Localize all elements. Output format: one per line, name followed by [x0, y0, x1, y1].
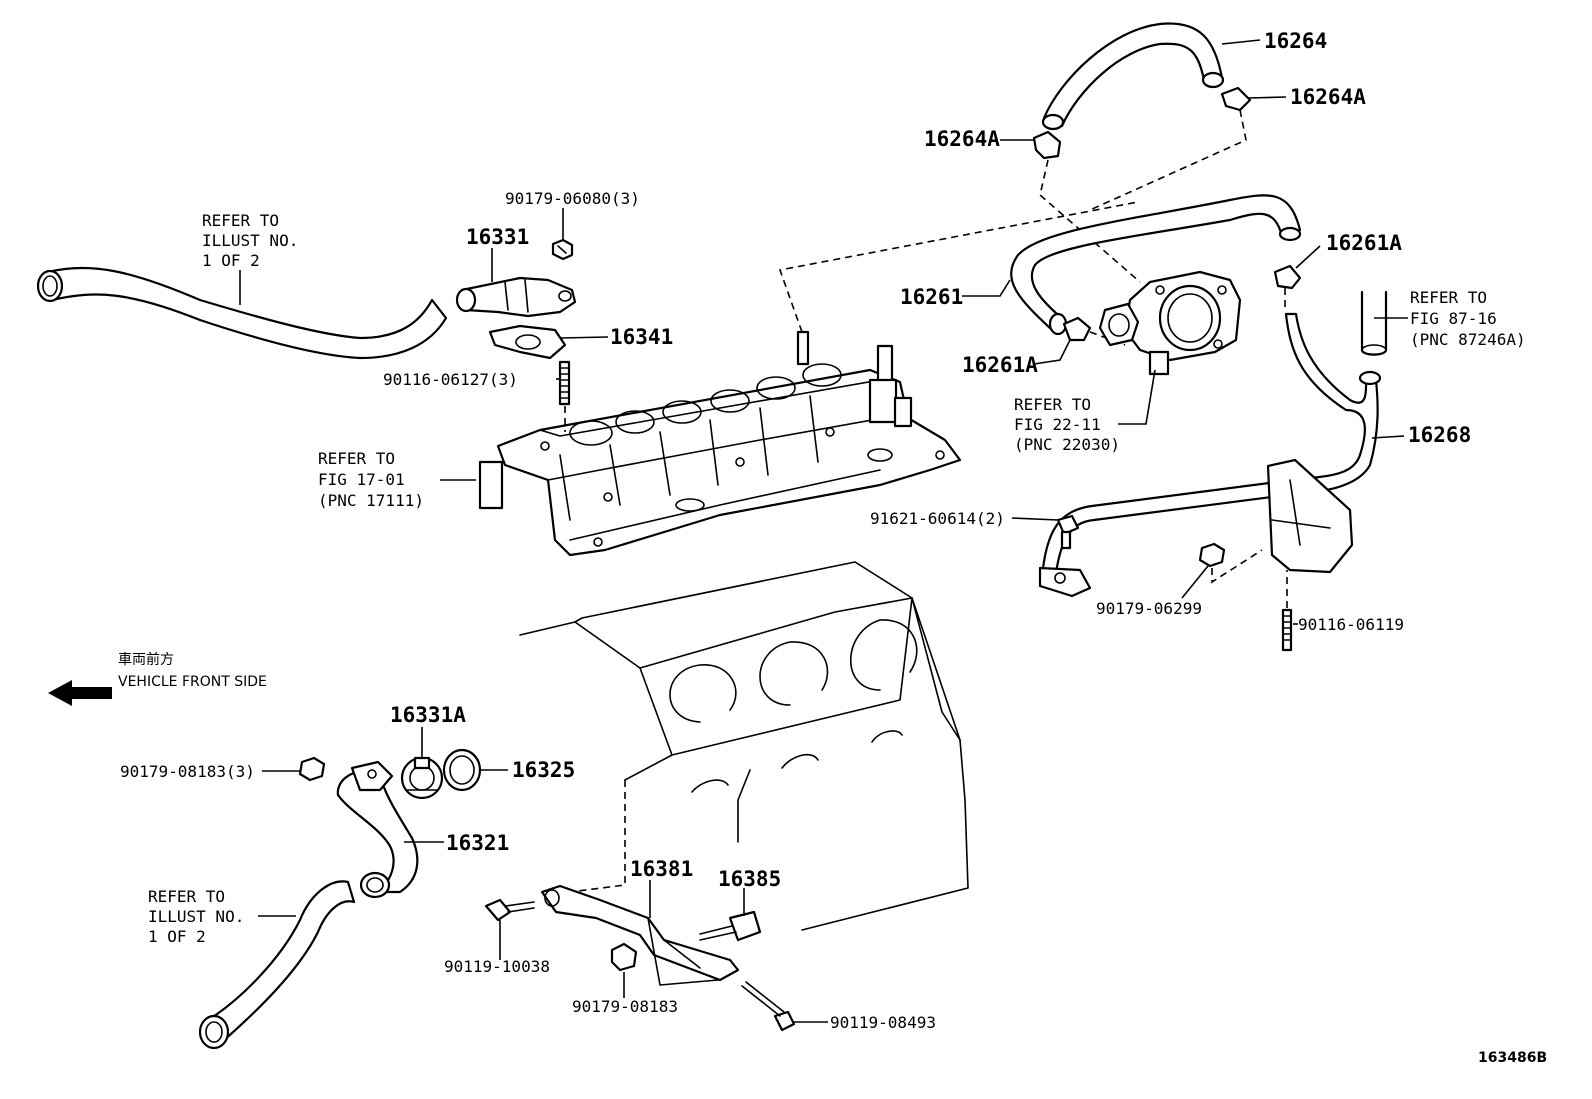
- label-90179-06299: 90179-06299: [1096, 599, 1202, 618]
- label-16264: 16264: [1264, 29, 1327, 53]
- bracket-left: [1038, 566, 1092, 598]
- svg-text:(PNC 22030): (PNC 22030): [1014, 435, 1120, 454]
- note-fig-22-11: REFER TO FIG 22-11 (PNC 22030): [1014, 395, 1120, 454]
- dash-16264A-left: [1039, 159, 1141, 283]
- water-outlet: [455, 276, 577, 318]
- svg-text:FIG 17-01: FIG 17-01: [318, 470, 405, 489]
- svg-text:ILLUST NO.: ILLUST NO.: [148, 907, 244, 926]
- label-91621-60614: 91621-60614(2): [870, 509, 1005, 528]
- nut-90179-06299: [1198, 542, 1226, 568]
- note-fig-17-01: REFER TO FIG 17-01 (PNC 17111): [318, 449, 424, 510]
- svg-text:(PNC 17111): (PNC 17111): [318, 491, 424, 510]
- label-90119-10038: 90119-10038: [444, 957, 550, 976]
- nut-90179-06080: [551, 238, 574, 261]
- thermostat-16331A: [400, 756, 444, 800]
- gasket: [488, 324, 567, 360]
- label-16381: 16381: [630, 857, 693, 881]
- dash-nut-06299: [1211, 549, 1263, 584]
- label-16261: 16261: [900, 285, 963, 309]
- label-16385: 16385: [718, 867, 781, 891]
- dash-manifold-to-throttle: [778, 201, 1139, 333]
- diagram-code: 163486B: [1478, 1050, 1547, 1066]
- intake-manifold: [478, 330, 962, 557]
- clamp-16261A-left: [1062, 316, 1092, 342]
- direction-japanese: 車両前方: [118, 651, 174, 668]
- label-90119-08493: 90119-08493: [830, 1013, 936, 1032]
- gasket-16325: [442, 748, 482, 792]
- label-16321: 16321: [446, 831, 509, 855]
- svg-text:REFER TO: REFER TO: [202, 211, 279, 230]
- svg-text:REFER TO: REFER TO: [1014, 395, 1091, 414]
- label-16268: 16268: [1408, 423, 1471, 447]
- water-inlet-16321: [336, 760, 419, 899]
- label-16325: 16325: [512, 758, 575, 782]
- dash-16264A-right: [1089, 109, 1247, 211]
- svg-text:REFER TO: REFER TO: [1410, 288, 1487, 307]
- svg-text:ILLUST NO.: ILLUST NO.: [202, 231, 298, 250]
- bolt-90119-08493: [741, 981, 796, 1032]
- hose-bottom-left: [198, 880, 356, 1050]
- bolt-91621-60614: [1056, 514, 1080, 550]
- stud-90116-06127: [558, 360, 571, 432]
- label-90179-08183: 90179-08183: [572, 997, 678, 1016]
- label-90179-08183-3: 90179-08183(3): [120, 762, 255, 781]
- note-illust-top: REFER TO ILLUST NO. 1 OF 2: [202, 211, 298, 270]
- clamp-16261A-right: [1273, 264, 1302, 290]
- bracket-16381: [540, 884, 740, 986]
- label-16341: 16341: [610, 325, 673, 349]
- label-16261A-right: 16261A: [1326, 231, 1402, 255]
- arrow-left-icon: [48, 680, 112, 706]
- svg-text:1 OF 2: 1 OF 2: [202, 251, 260, 270]
- engine-block: [519, 561, 969, 931]
- label-16264A-right: 16264A: [1290, 85, 1366, 109]
- direction-english: VEHICLE FRONT SIDE: [118, 674, 267, 690]
- label-16264A-left: 16264A: [924, 127, 1000, 151]
- label-16261A-left: 16261A: [962, 353, 1038, 377]
- note-fig-87-16: REFER TO FIG 87-16 (PNC 87246A): [1410, 288, 1526, 349]
- throttle-body: [1098, 270, 1242, 376]
- label-90116-06119: 90116-06119: [1298, 615, 1404, 634]
- svg-text:FIG 87-16: FIG 87-16: [1410, 309, 1497, 328]
- label-16331A: 16331A: [390, 703, 466, 727]
- svg-text:REFER TO: REFER TO: [318, 449, 395, 468]
- sensor-16385: [699, 910, 762, 942]
- svg-text:REFER TO: REFER TO: [148, 887, 225, 906]
- nut-90179-08183-3: [298, 756, 326, 782]
- label-16331: 16331: [466, 225, 529, 249]
- hose-16264: [1041, 22, 1225, 131]
- svg-text:FIG 22-11: FIG 22-11: [1014, 415, 1101, 434]
- bracket-right: [1266, 458, 1354, 574]
- label-90179-06080: 90179-06080(3): [505, 189, 640, 208]
- svg-text:1 OF 2: 1 OF 2: [148, 927, 206, 946]
- leader-lines: [239, 39, 1408, 1023]
- hose-top-left: [36, 266, 448, 360]
- note-illust-bottom: REFER TO ILLUST NO. 1 OF 2: [148, 887, 244, 946]
- clamp-16264A-right: [1220, 86, 1252, 112]
- tube-fig-87-16: [1360, 290, 1388, 356]
- clamp-16264A-left: [1032, 130, 1062, 160]
- label-90116-06127: 90116-06127(3): [383, 370, 518, 389]
- svg-text:(PNC 87246A): (PNC 87246A): [1410, 330, 1526, 349]
- stud-90116-06119: [1281, 570, 1293, 652]
- nut-90179-08183: [610, 942, 638, 972]
- bolt-90119-10038: [484, 898, 535, 922]
